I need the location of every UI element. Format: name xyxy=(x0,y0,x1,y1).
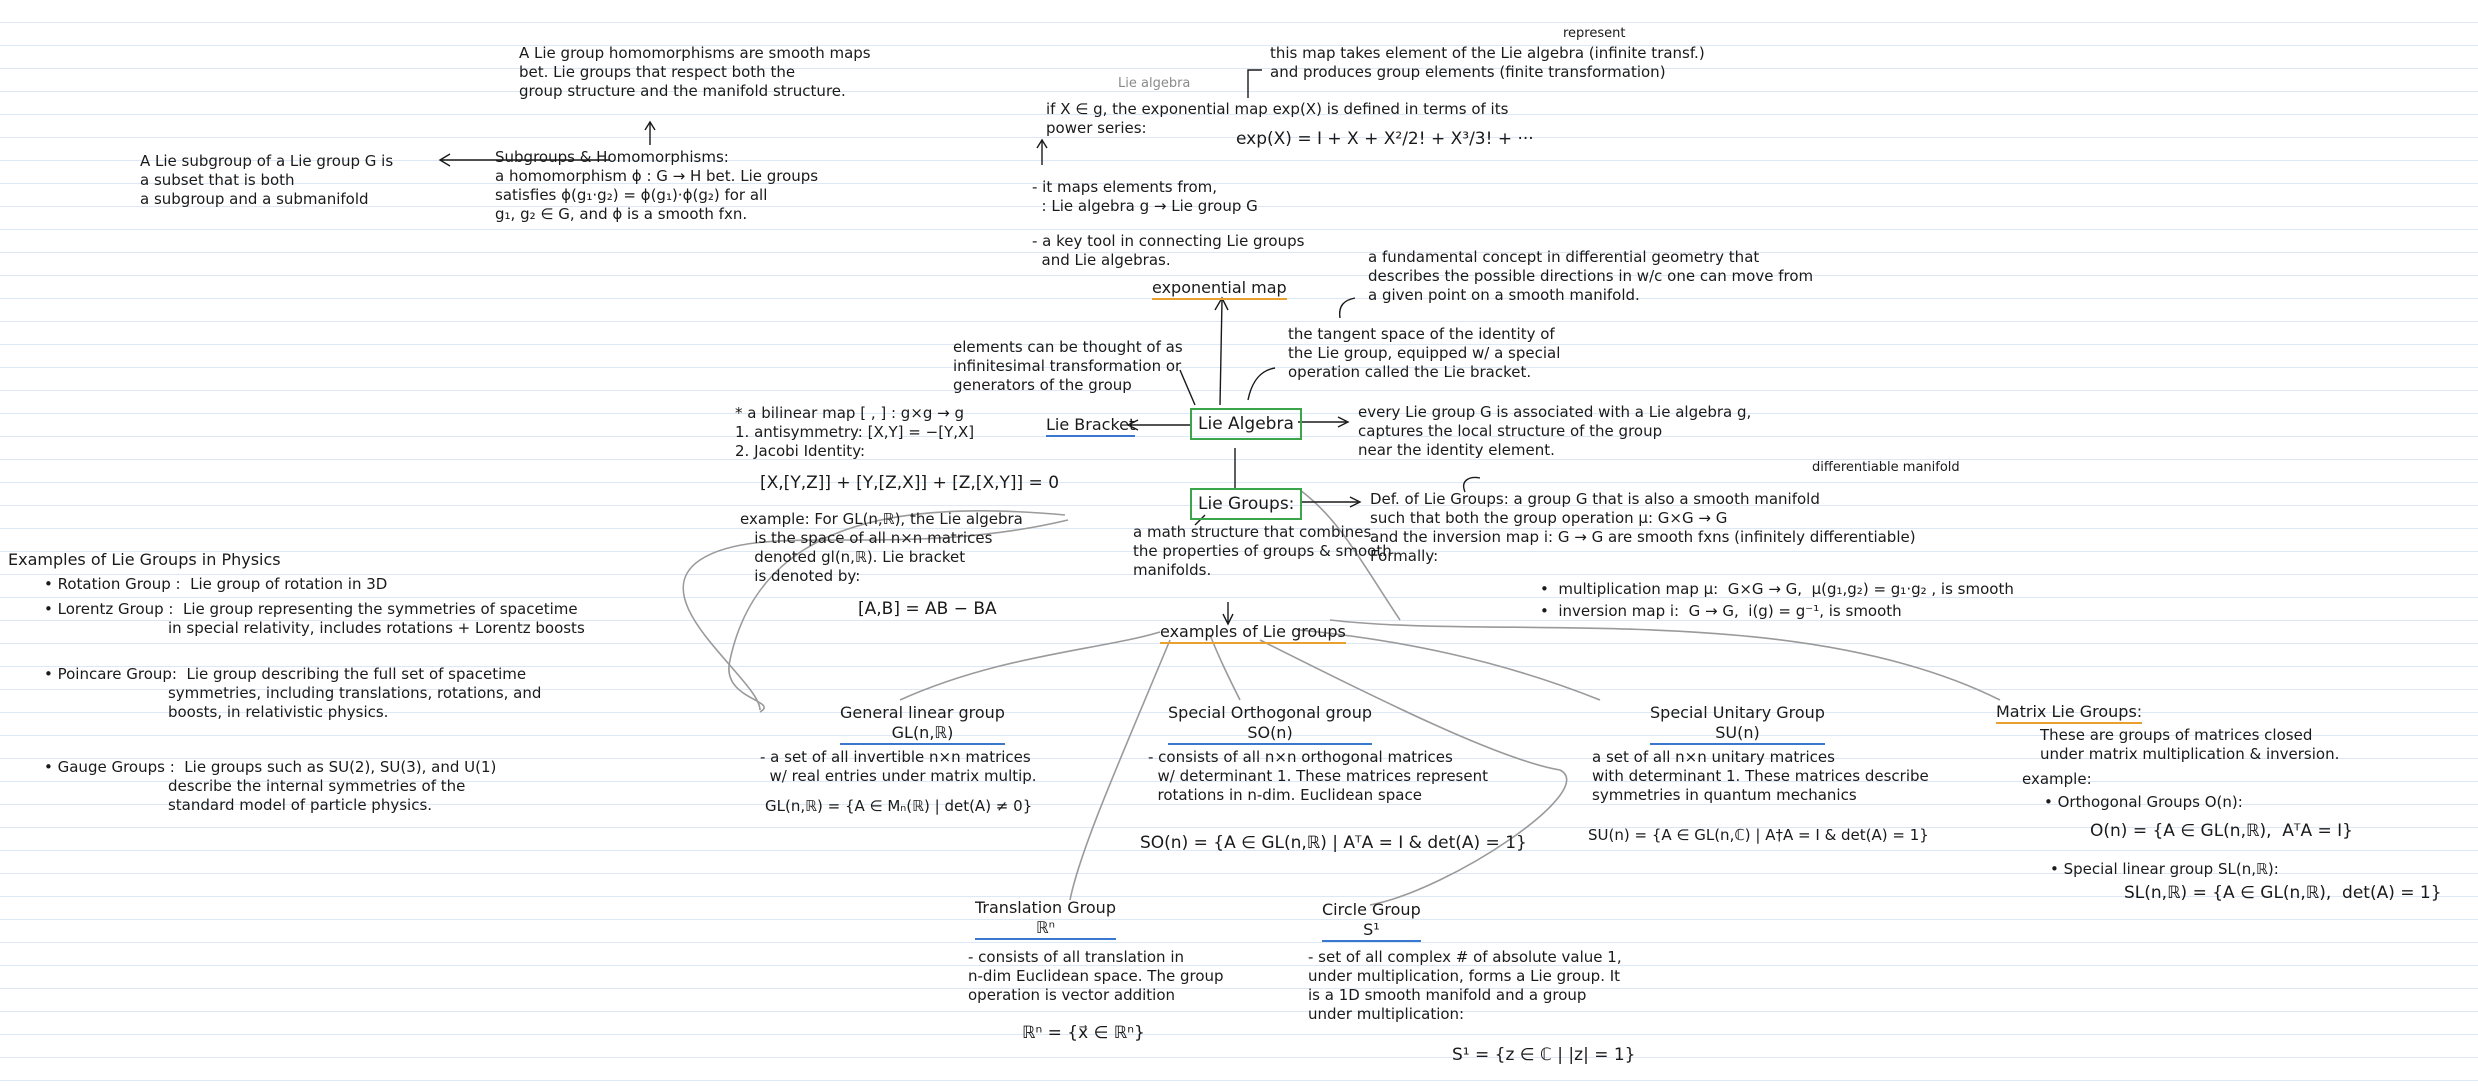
gl-bracket-formula: [A,B] = AB − BA xyxy=(858,599,997,619)
link-lie-algebra-to-general-linear xyxy=(682,519,1069,711)
general-linear-title: General linear group GL(n,ℝ) xyxy=(840,703,1005,745)
physics-gauge: • Gauge Groups : Lie groups such as SU(2… xyxy=(44,758,497,814)
matrix-lie-desc: These are groups of matrices closed unde… xyxy=(2040,726,2340,763)
exp-maps-elements: - it maps elements from, : Lie algebra g… xyxy=(1032,178,1258,215)
formally-multiplication: • multiplication map μ: G×G → G, μ(g₁,g₂… xyxy=(1540,580,2014,598)
special-orthogonal-formula: SO(n) = {A ∈ GL(n,ℝ) | AᵀA = I & det(A) … xyxy=(1140,833,1527,853)
orthogonal-formula: O(n) = {A ∈ GL(n,ℝ), AᵀA = I} xyxy=(2090,821,2353,841)
exp-key-tool: - a key tool in connecting Lie groups an… xyxy=(1032,232,1305,269)
matrix-example-label: example: xyxy=(2022,770,2092,788)
circle-title: Circle Group S¹ xyxy=(1322,900,1421,942)
math-structure: a math structure that combines the prope… xyxy=(1133,523,1392,579)
lie-groups-title: Lie Groups: xyxy=(1190,488,1303,520)
differentiable-manifold-label: differentiable manifold xyxy=(1812,460,1960,475)
arrow-algebra-to-tangent xyxy=(1247,367,1276,401)
orthogonal-groups-label: • Orthogonal Groups O(n): xyxy=(2044,793,2243,811)
translation-desc: - consists of all translation in n-dim E… xyxy=(968,948,1224,1004)
special-unitary-title: Special Unitary Group SU(n) xyxy=(1650,703,1825,745)
physics-rotation: • Rotation Group : Lie group of rotation… xyxy=(44,575,388,593)
jacobi-formula: [X,[Y,Z]] + [Y,[Z,X]] + [Z,[X,Y]] = 0 xyxy=(760,473,1060,493)
link-examples-to-translation xyxy=(1069,639,1171,901)
lie-homomorphisms-note: A Lie group homomorphisms are smooth map… xyxy=(519,44,871,100)
matrix-lie-title: Matrix Lie Groups: xyxy=(1996,702,2143,724)
link-examples-to-general-linear xyxy=(899,631,1161,701)
exponential-map-title: exponential map xyxy=(1152,278,1287,300)
elements-infinitesimal: elements can be thought of as infinitesi… xyxy=(953,338,1183,394)
formally-inversion: • inversion map i: G → G, i(g) = g⁻¹, is… xyxy=(1540,602,1902,620)
tangent-space-description: the tangent space of the identity of the… xyxy=(1288,325,1561,381)
lie-algebra-title: Lie Algebra xyxy=(1190,408,1302,440)
arrow-groups-to-math-structure xyxy=(1194,514,1206,526)
physics-poincare: • Poincare Group: Lie group describing t… xyxy=(44,665,542,721)
special-linear-label: • Special linear group SL(n,ℝ): xyxy=(2050,860,2279,878)
special-unitary-formula: SU(n) = {A ∈ GL(n,ℂ) | A†A = I & det(A) … xyxy=(1588,826,1929,844)
special-linear-formula: SL(n,ℝ) = {A ∈ GL(n,ℝ), det(A) = 1} xyxy=(2124,883,2442,903)
link-examples-to-special-orthogonal xyxy=(1209,634,1241,701)
link-lie-groups-to-def xyxy=(1299,489,1401,621)
physics-title: Examples of Lie Groups in Physics xyxy=(8,550,281,569)
circle-desc: - set of all complex # of absolute value… xyxy=(1308,948,1622,1023)
exp-map-definition: if X ∈ g, the exponential map exp(X) is … xyxy=(1046,100,1509,137)
arrow-def-differentiable xyxy=(1463,476,1481,493)
general-linear-desc: - a set of all invertible n×n matrices w… xyxy=(760,748,1037,785)
arrow-algebra-to-elements xyxy=(1179,369,1196,406)
translation-title: Translation Group ℝⁿ xyxy=(975,898,1116,940)
subgroup-definition: A Lie subgroup of a Lie group G is a sub… xyxy=(140,152,394,208)
exp-map-represent-label: represent xyxy=(1563,26,1626,41)
link-examples-to-matrix xyxy=(1329,619,2001,701)
examples-of-lie-groups-title: examples of Lie groups xyxy=(1160,622,1346,644)
exp-lie-algebra-tag: Lie algebra xyxy=(1118,76,1191,91)
arrow-exp-map-takes xyxy=(1247,69,1262,98)
physics-lorentz: • Lorentz Group : Lie group representing… xyxy=(44,600,585,637)
link-examples-to-circle xyxy=(1259,639,1568,906)
general-linear-formula: GL(n,ℝ) = {A ∈ Mₙ(ℝ) | det(A) ≠ 0} xyxy=(765,797,1033,815)
exp-series-formula: exp(X) = I + X + X²/2! + X³/3! + ··· xyxy=(1236,129,1534,149)
circle-formula: S¹ = {z ∈ ℂ | |z| = 1} xyxy=(1452,1045,1636,1065)
tangent-concept: a fundamental concept in differential ge… xyxy=(1368,248,1814,304)
arrow-lie-algebra-to-exp xyxy=(1219,299,1223,406)
lie-bracket-definition: * a bilinear map [ , ] : g×g → g 1. anti… xyxy=(735,404,975,460)
special-unitary-desc: a set of all n×n unitary matrices with d… xyxy=(1592,748,1929,804)
special-orthogonal-title: Special Orthogonal group SO(n) xyxy=(1168,703,1372,745)
def-lie-groups: Def. of Lie Groups: a group G that is al… xyxy=(1370,490,1916,565)
link-algebra-bracket-loop xyxy=(728,510,1066,713)
special-orthogonal-desc: - consists of all n×n orthogonal matrice… xyxy=(1148,748,1488,804)
lie-bracket-title: Lie Bracket xyxy=(1046,415,1136,437)
link-examples-to-special-unitary xyxy=(1299,629,1601,701)
gl-example: example: For GL(n,ℝ), the Lie algebra is… xyxy=(740,510,1023,585)
translation-formula: ℝⁿ = {x⃗ ∈ ℝⁿ} xyxy=(1022,1023,1145,1043)
exp-map-takes: this map takes element of the Lie algebr… xyxy=(1270,44,1705,81)
arrow-tangent-to-concept xyxy=(1338,297,1356,319)
every-lie-group: every Lie group G is associated with a L… xyxy=(1358,403,1752,459)
subgroups-homomorphisms: Subgroups & Homomorphisms: a homomorphis… xyxy=(495,148,819,223)
